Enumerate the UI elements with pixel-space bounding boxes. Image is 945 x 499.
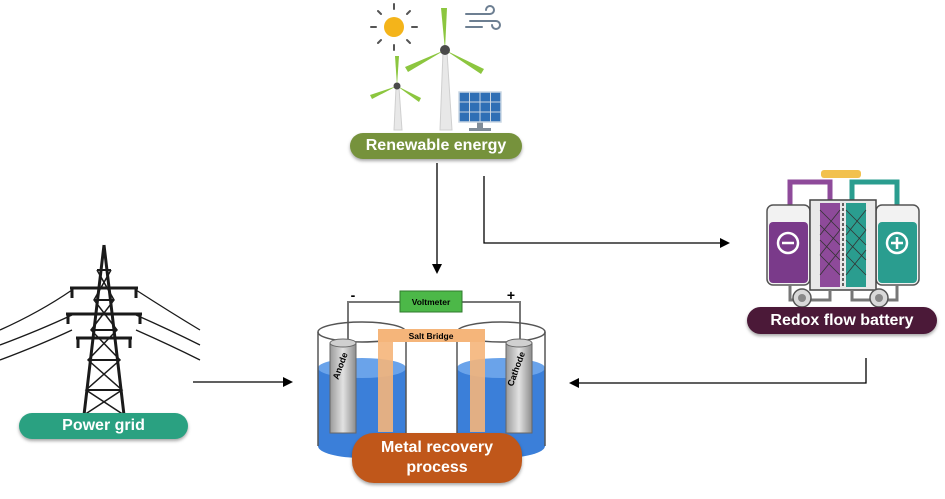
transmission-tower-icon [0,244,201,416]
wind-icon [465,5,501,30]
minus-sign: - [351,287,356,303]
arrow-renewable-to-redox [483,176,730,248]
flow-battery-icon [766,170,920,308]
solar-panel-icon [458,91,502,131]
sun-icon [370,3,418,51]
redox-flow-battery-label: Redox flow battery [747,307,937,334]
plus-sign: + [507,287,515,303]
arrow-redox-to-cell [569,358,867,388]
voltmeter-label: Voltmeter [412,297,451,307]
power-grid-label: Power grid [19,413,188,439]
renewable-energy-label: Renewable energy [350,133,522,159]
metal-recovery-label: Metal recovery process [352,433,522,483]
salt-bridge-label: Salt Bridge [409,331,454,341]
wind-turbine-icon [370,8,484,131]
voltmeter-box [399,290,463,313]
